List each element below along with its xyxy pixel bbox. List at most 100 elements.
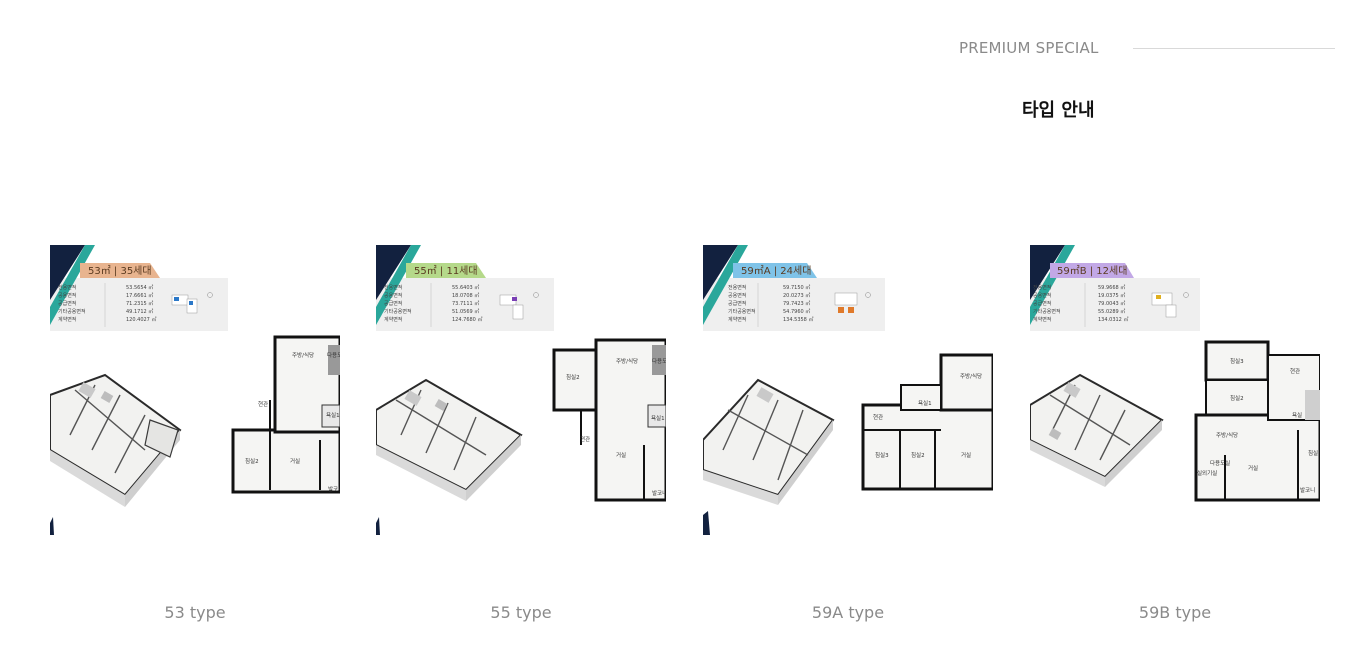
- svg-text:71.2315 ㎡: 71.2315 ㎡: [126, 300, 153, 307]
- 2d-floorplan: 침실2 주방/식당 다용도실 욕실1 현관 거실 발코니: [552, 338, 666, 502]
- svg-text:욕실: 욕실: [1292, 411, 1302, 419]
- keyplan-icon: [171, 292, 213, 314]
- svg-text:49.1712 ㎡: 49.1712 ㎡: [126, 308, 153, 315]
- svg-text:54.7960 ㎡: 54.7960 ㎡: [783, 308, 810, 315]
- isometric-render: [376, 378, 523, 501]
- type-card-53[interactable]: 53㎡ | 35세대 전용면적 53.5654 ㎡ 공용면적 17.6661 ㎡…: [50, 245, 340, 535]
- svg-text:발코니: 발코니: [328, 485, 340, 493]
- svg-text:계약면적: 계약면적: [728, 316, 746, 323]
- 2d-floorplan: 침실3 현관 침실2 욕실 주방/식당 다용도실 실외기실 거실 침실 발코니: [1194, 340, 1320, 502]
- svg-text:침실3: 침실3: [875, 451, 889, 459]
- isometric-render: [1030, 373, 1164, 487]
- svg-text:공용면적: 공용면적: [728, 292, 746, 299]
- svg-text:침실: 침실: [1308, 449, 1318, 457]
- svg-text:거실: 거실: [1248, 464, 1258, 472]
- keyplan-icon: [834, 292, 871, 313]
- svg-text:다용도실: 다용도실: [652, 357, 666, 365]
- type-caption: 59A type: [811, 603, 885, 622]
- svg-text:발코니: 발코니: [652, 489, 666, 497]
- type-card-55[interactable]: 55㎡ | 11세대 전용면적 55.6403 ㎡ 공용면적 18.0708 ㎡…: [376, 245, 666, 535]
- svg-text:134.0312 ㎡: 134.0312 ㎡: [1098, 316, 1128, 323]
- svg-text:침실2: 침실2: [1230, 394, 1244, 402]
- svg-text:발코니: 발코니: [1300, 486, 1315, 494]
- isometric-render: [50, 373, 182, 507]
- svg-text:134.5358 ㎡: 134.5358 ㎡: [783, 316, 813, 323]
- type-caption: 53 type: [164, 603, 226, 622]
- svg-text:기타공용면적: 기타공용면적: [58, 308, 86, 315]
- svg-text:다용도실: 다용도실: [1210, 459, 1230, 467]
- svg-text:현관: 현관: [580, 435, 590, 443]
- floorplan-image-53: 53㎡ | 35세대 전용면적 53.5654 ㎡ 공용면적 17.6661 ㎡…: [50, 245, 340, 535]
- svg-text:전용면적: 전용면적: [384, 284, 402, 291]
- svg-text:욕실1: 욕실1: [918, 399, 932, 407]
- type-badge-text: 59㎡A | 24세대: [741, 265, 811, 277]
- svg-text:침실2: 침실2: [911, 451, 925, 459]
- svg-text:59.7150 ㎡: 59.7150 ㎡: [783, 284, 810, 291]
- header-eyebrow: PREMIUM SPECIAL: [959, 39, 1099, 57]
- svg-text:계약면적: 계약면적: [1033, 316, 1051, 323]
- keyplan-icon: [499, 292, 539, 320]
- svg-text:19.0375 ㎡: 19.0375 ㎡: [1098, 292, 1125, 299]
- svg-text:공급면적: 공급면적: [728, 300, 746, 307]
- type-caption: 55 type: [490, 603, 552, 622]
- svg-text:기타공용면적: 기타공용면적: [1033, 308, 1061, 315]
- svg-text:124.7680 ㎡: 124.7680 ㎡: [452, 316, 482, 323]
- floorplan-image-55: 55㎡ | 11세대 전용면적 55.6403 ㎡ 공용면적 18.0708 ㎡…: [376, 245, 666, 535]
- svg-text:79.0043 ㎡: 79.0043 ㎡: [1098, 300, 1125, 307]
- svg-text:공급면적: 공급면적: [1033, 300, 1051, 307]
- svg-text:전용면적: 전용면적: [1033, 284, 1051, 291]
- svg-text:공용면적: 공용면적: [1033, 292, 1051, 299]
- svg-text:침실2: 침실2: [245, 457, 259, 465]
- svg-text:주방/식당: 주방/식당: [1216, 431, 1238, 439]
- svg-text:거실: 거실: [290, 457, 300, 465]
- svg-text:17.6661 ㎡: 17.6661 ㎡: [126, 292, 153, 299]
- svg-text:주방/식당: 주방/식당: [960, 372, 982, 380]
- svg-text:주방/식당: 주방/식당: [292, 351, 314, 359]
- svg-text:욕실1: 욕실1: [326, 411, 340, 419]
- svg-text:공급면적: 공급면적: [384, 300, 402, 307]
- svg-text:51.0569 ㎡: 51.0569 ㎡: [452, 308, 479, 315]
- type-badge-text: 55㎡ | 11세대: [414, 265, 478, 277]
- svg-text:공급면적: 공급면적: [58, 300, 76, 307]
- type-badge-text: 53㎡ | 35세대: [88, 265, 152, 277]
- svg-text:실외기실: 실외기실: [1197, 469, 1217, 477]
- svg-text:계약면적: 계약면적: [58, 316, 76, 323]
- page-title: 타입 안내: [1022, 100, 1095, 121]
- svg-text:55.6403 ㎡: 55.6403 ㎡: [452, 284, 479, 291]
- svg-text:120.4027 ㎡: 120.4027 ㎡: [126, 316, 156, 323]
- svg-text:53.5654 ㎡: 53.5654 ㎡: [126, 284, 153, 291]
- svg-text:다용도실: 다용도실: [327, 351, 340, 359]
- svg-text:현관: 현관: [873, 413, 883, 421]
- svg-text:침실2: 침실2: [566, 373, 580, 381]
- svg-text:주방/식당: 주방/식당: [616, 357, 638, 365]
- svg-text:전용면적: 전용면적: [58, 284, 76, 291]
- floorplan-image-59a: 59㎡A | 24세대 전용면적 59.7150 ㎡ 공용면적 20.0273 …: [703, 245, 993, 535]
- header-divider: [1133, 48, 1335, 49]
- svg-text:73.7111 ㎡: 73.7111 ㎡: [452, 300, 479, 307]
- svg-text:기타공용면적: 기타공용면적: [728, 308, 756, 315]
- svg-text:79.7423 ㎡: 79.7423 ㎡: [783, 300, 810, 307]
- svg-text:55.0289 ㎡: 55.0289 ㎡: [1098, 308, 1125, 315]
- type-card-59b[interactable]: 59㎡B | 12세대 전용면적 59.9668 ㎡ 공용면적 19.0375 …: [1030, 245, 1320, 535]
- svg-text:18.0708 ㎡: 18.0708 ㎡: [452, 292, 479, 299]
- type-badge-text: 59㎡B | 12세대: [1057, 265, 1127, 277]
- svg-text:기타공용면적: 기타공용면적: [384, 308, 412, 315]
- floorplan-image-59b: 59㎡B | 12세대 전용면적 59.9668 ㎡ 공용면적 19.0375 …: [1030, 245, 1320, 502]
- svg-text:욕실1: 욕실1: [651, 414, 665, 422]
- svg-text:현관: 현관: [258, 400, 268, 408]
- svg-text:거실: 거실: [616, 451, 626, 459]
- type-caption: 59B type: [1138, 603, 1212, 622]
- isometric-render: [703, 378, 835, 505]
- svg-text:20.0273 ㎡: 20.0273 ㎡: [783, 292, 810, 299]
- 2d-floorplan: 주방/식당 다용도실 욕실1 현관 침실2 거실 발코니: [231, 335, 340, 494]
- svg-text:59.9668 ㎡: 59.9668 ㎡: [1098, 284, 1125, 291]
- svg-text:공용면적: 공용면적: [58, 292, 76, 299]
- type-card-59a[interactable]: 59㎡A | 24세대 전용면적 59.7150 ㎡ 공용면적 20.0273 …: [703, 245, 993, 535]
- svg-text:현관: 현관: [1290, 367, 1300, 375]
- svg-text:공용면적: 공용면적: [384, 292, 402, 299]
- svg-text:전용면적: 전용면적: [728, 284, 746, 291]
- svg-text:계약면적: 계약면적: [384, 316, 402, 323]
- keyplan-icon: [1151, 292, 1189, 318]
- 2d-floorplan: 주방/식당 욕실1 현관 침실3 침실2 거실: [861, 353, 993, 491]
- svg-text:침실3: 침실3: [1230, 357, 1244, 365]
